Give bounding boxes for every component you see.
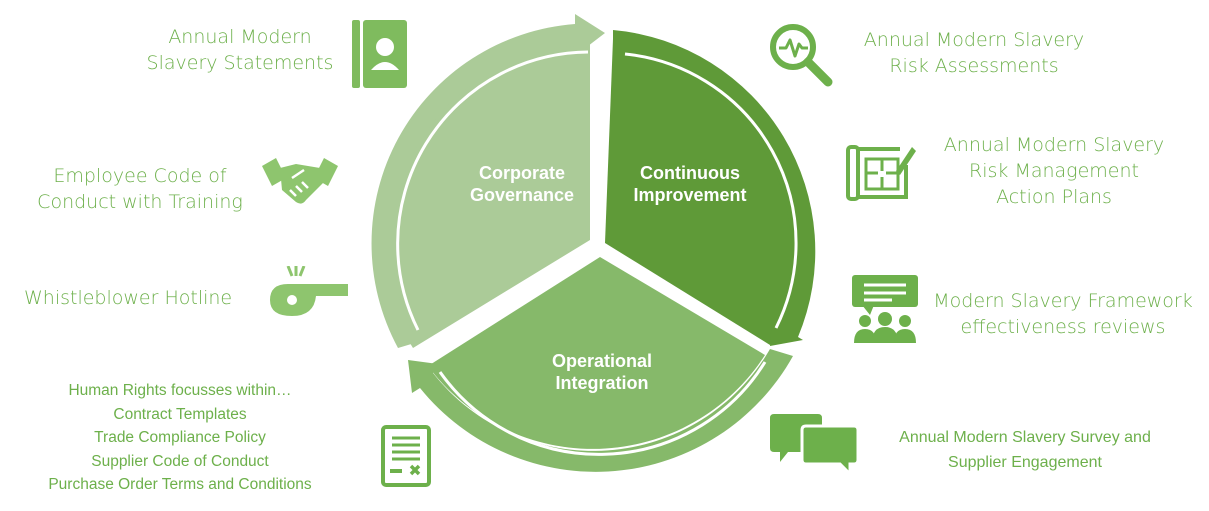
- arrow-corporate-governance: [371, 14, 605, 348]
- label-line: Contract Templates: [113, 405, 247, 423]
- segment-line: Improvement: [633, 185, 747, 205]
- label-line: Annual Modern Slavery: [943, 134, 1165, 156]
- label-line: Risk Assessments: [889, 55, 1059, 77]
- label-line: effectiveness reviews: [960, 316, 1166, 338]
- segment-line: Corporate: [478, 163, 565, 183]
- label-line: Modern Slavery Framework: [933, 290, 1193, 312]
- magnifier-pulse-icon: [770, 24, 833, 87]
- label-framework-reviews: Modern Slavery Framework effectiveness r…: [918, 288, 1208, 340]
- chat-bubbles-icon: [770, 414, 858, 474]
- segment-line: Governance: [469, 185, 575, 205]
- segment-line: Operational: [551, 351, 653, 371]
- label-action-plans: Annual Modern Slavery Risk Management Ac…: [924, 132, 1184, 210]
- handshake-icon: [262, 158, 338, 204]
- label-line: Trade Compliance Policy: [94, 429, 266, 446]
- contact-book-icon: [352, 20, 407, 88]
- label-line: Employee Code of: [53, 165, 227, 187]
- label-whistleblower: Whistleblower Hotline: [24, 285, 232, 311]
- document-icon: [381, 425, 431, 487]
- label-line: Supplier Code of Conduct: [91, 452, 269, 470]
- arrow-operational-integration: [408, 349, 793, 472]
- label-line: Risk Management: [969, 160, 1139, 182]
- label-risk-assessments: Annual Modern Slavery Risk Assessments: [844, 27, 1104, 79]
- label-line: Annual Modern Slavery Survey and: [899, 429, 1151, 446]
- label-line: Whistleblower Hotline: [24, 287, 233, 309]
- label-human-rights: Human Rights focusses within… Contract T…: [5, 379, 355, 497]
- sector-operational-integration: [428, 257, 765, 449]
- blueprint-icon: [846, 145, 916, 201]
- label-survey: Annual Modern Slavery Survey and Supplie…: [860, 425, 1190, 475]
- presentation-team-icon: [852, 275, 918, 343]
- segment-line: Continuous: [640, 163, 740, 183]
- label-line: Annual Modern: [168, 26, 312, 48]
- segment-title-operational-integration: Operational Integration: [512, 350, 692, 394]
- label-line: Action Plans: [996, 186, 1112, 208]
- label-line: Annual Modern Slavery: [863, 29, 1085, 51]
- segment-line: Integration: [555, 373, 649, 393]
- segment-title-corporate-governance: Corporate Governance: [442, 162, 602, 206]
- label-line: Conduct with Training: [37, 191, 243, 213]
- segment-title-continuous-improvement: Continuous Improvement: [610, 162, 770, 206]
- label-line: Purchase Order Terms and Conditions: [48, 476, 312, 493]
- whistle-icon: [270, 266, 348, 316]
- arrow-continuous-improvement: [613, 30, 816, 346]
- label-line: Slavery Statements: [146, 52, 334, 74]
- label-line: Human Rights focusses within…: [68, 382, 292, 399]
- label-line: Supplier Engagement: [948, 454, 1102, 471]
- label-statements: Annual Modern Slavery Statements: [140, 24, 340, 76]
- label-code-of-conduct: Employee Code of Conduct with Training: [20, 163, 260, 215]
